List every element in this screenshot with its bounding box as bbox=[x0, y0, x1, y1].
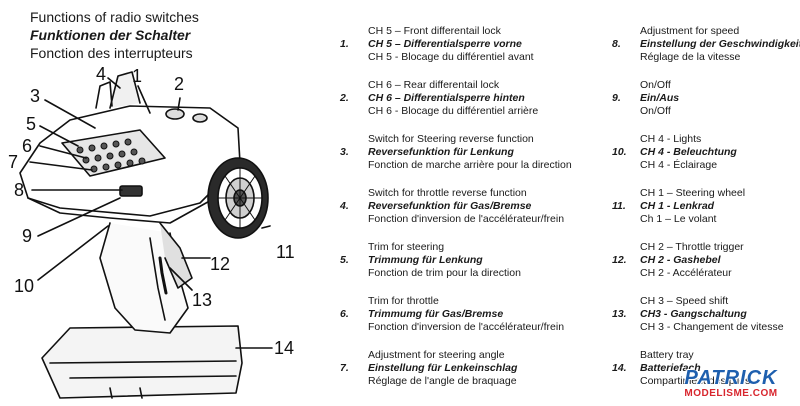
entry-english: Trim for steering bbox=[368, 241, 445, 253]
entry-number: 5. bbox=[340, 254, 349, 266]
entry-english: On/Off bbox=[640, 79, 671, 91]
entry-english: CH 1 – Steering wheel bbox=[640, 187, 746, 199]
entry-number: 14. bbox=[612, 362, 627, 374]
entry-number: 7. bbox=[340, 362, 349, 374]
function-entry-9: 9. On/Off Ein/Aus On/Off bbox=[612, 79, 800, 133]
function-entry-6: 6. Trim for throttle Trimmumg für Gas/Br… bbox=[340, 295, 600, 349]
entry-english: Adjustment for speed bbox=[640, 25, 740, 37]
callout-12: 12 bbox=[210, 254, 230, 274]
callout-1: 1 bbox=[132, 66, 142, 86]
entry-english: CH 5 – Front differentail lock bbox=[368, 25, 501, 37]
entry-german: Trimmumg für Gas/Bremse bbox=[368, 308, 504, 320]
title-french: Fonction des interrupteurs bbox=[30, 45, 193, 61]
entry-english: CH 4 - Lights bbox=[640, 133, 702, 145]
function-entry-13: 13. CH 3 – Speed shift CH3 - Gangschaltu… bbox=[612, 295, 800, 349]
entry-number: 8. bbox=[612, 38, 621, 50]
entry-german: Reversefunktion für Gas/Bremse bbox=[368, 200, 532, 212]
entry-german: Batteriefach bbox=[640, 362, 701, 374]
function-entry-14: 14. Battery tray Batteriefach Compartime… bbox=[612, 349, 800, 403]
entry-french: CH 5 - Blocage du différentiel avant bbox=[368, 51, 534, 63]
entry-number: 1. bbox=[340, 38, 349, 50]
watermark-sub: MODELISME.COM bbox=[684, 388, 778, 399]
entry-german: CH 6 – Differentialsperre hinten bbox=[368, 92, 525, 104]
functions-list-left: 1. CH 5 – Front differentail lock CH 5 –… bbox=[340, 25, 600, 403]
function-entry-11: 11. CH 1 – Steering wheel CH 1 - Lenkrad… bbox=[612, 187, 800, 241]
callout-10: 10 bbox=[14, 276, 34, 296]
entry-number: 11. bbox=[612, 200, 626, 212]
callout-9: 9 bbox=[22, 226, 32, 246]
entry-french: Réglage de la vitesse bbox=[640, 51, 741, 63]
entry-number: 3. bbox=[340, 146, 349, 158]
function-entry-12: 12. CH 2 – Throttle trigger CH 2 - Gashe… bbox=[612, 241, 800, 295]
callout-13: 13 bbox=[192, 290, 212, 310]
entry-german: Einstellung der Geschwindigkeit bbox=[640, 38, 800, 50]
watermark-main: PATRICK bbox=[684, 367, 778, 389]
entry-french: Ch 1 – Le volant bbox=[640, 213, 717, 225]
function-entry-1: 1. CH 5 – Front differentail lock CH 5 –… bbox=[340, 25, 600, 79]
entry-german: CH 2 - Gashebel bbox=[640, 254, 721, 266]
callout-7: 7 bbox=[8, 152, 18, 172]
entry-german: Reversefunktion für Lenkung bbox=[368, 146, 514, 158]
entry-french: Fonction de marche arrière pour la direc… bbox=[368, 159, 572, 171]
function-entry-5: 5. Trim for steering Trimmung für Lenkun… bbox=[340, 241, 600, 295]
function-entry-3: 3. Switch for Steering reverse function … bbox=[340, 133, 600, 187]
function-entry-7: 7. Adjustment for steering angle Einstel… bbox=[340, 349, 600, 403]
entry-english: Battery tray bbox=[640, 349, 694, 361]
entry-number: 12. bbox=[612, 254, 627, 266]
watermark-logo: PATRICK MODELISME.COM bbox=[666, 368, 796, 404]
entry-number: 2. bbox=[340, 92, 349, 104]
entry-number: 10. bbox=[612, 146, 627, 158]
entry-french: CH 3 - Changement de vitesse bbox=[640, 321, 784, 333]
entry-english: CH 3 – Speed shift bbox=[640, 295, 729, 307]
entry-french: Compartiment des piles bbox=[640, 375, 751, 387]
callout-8: 8 bbox=[14, 180, 24, 200]
entry-french: CH 6 - Blocage du différentiel arrière bbox=[368, 105, 539, 117]
transmitter-drawing: 1 2 3 4 5 6 7 8 9 10 11 12 13 14 bbox=[8, 64, 295, 399]
entry-french: Réglage de l'angle de braquage bbox=[368, 375, 517, 387]
callout-2: 2 bbox=[174, 74, 184, 94]
title-german: Funktionen der Schalter bbox=[30, 27, 191, 43]
entry-number: 9. bbox=[612, 92, 621, 104]
entry-english: Adjustment for steering angle bbox=[368, 349, 505, 361]
title-english: Functions of radio switches bbox=[30, 9, 199, 25]
entry-number: 13. bbox=[612, 308, 627, 320]
function-entry-4: 4. Switch for throttle reverse function … bbox=[340, 187, 600, 241]
callout-5: 5 bbox=[26, 114, 36, 134]
page-titles: Functions of radio switches Funktionen d… bbox=[30, 8, 199, 62]
entry-french: Fonction de trim pour la direction bbox=[368, 267, 521, 279]
entry-french: CH 4 - Éclairage bbox=[640, 159, 718, 171]
entry-german: Einstellung für Lenkeinschlag bbox=[368, 362, 518, 374]
entry-german: Ein/Aus bbox=[640, 92, 680, 104]
entry-german: CH 4 - Beleuchtung bbox=[640, 146, 737, 158]
entry-french: Fonction d'inversion de l'accélérateur/f… bbox=[368, 213, 565, 225]
function-entry-10: 10. CH 4 - Lights CH 4 - Beleuchtung CH … bbox=[612, 133, 800, 187]
callout-14: 14 bbox=[274, 338, 294, 358]
callout-6: 6 bbox=[22, 136, 32, 156]
entry-german: CH 5 – Differentialsperre vorne bbox=[368, 38, 522, 50]
entry-english: CH 2 – Throttle trigger bbox=[640, 241, 744, 253]
function-entry-8: 8. Adjustment for speed Einstellung der … bbox=[612, 25, 800, 79]
entry-german: CH 1 - Lenkrad bbox=[640, 200, 715, 212]
entry-french: Fonction d'inversion de l'accélérateur/f… bbox=[368, 321, 565, 333]
entry-number: 6. bbox=[340, 308, 349, 320]
function-entry-2: 2. CH 6 – Rear differentail lock CH 6 – … bbox=[340, 79, 600, 133]
entry-german: CH3 - Gangschaltung bbox=[640, 308, 747, 320]
entry-english: Switch for throttle reverse function bbox=[368, 187, 527, 199]
entry-french: CH 2 - Accélérateur bbox=[640, 267, 732, 279]
entry-french: On/Off bbox=[640, 105, 671, 117]
functions-list-right: 8. Adjustment for speed Einstellung der … bbox=[612, 25, 800, 403]
callout-3: 3 bbox=[30, 86, 40, 106]
callout-4: 4 bbox=[96, 64, 106, 84]
callout-11: 11 bbox=[276, 242, 295, 262]
entry-english: Switch for Steering reverse function bbox=[368, 133, 534, 145]
entry-english: CH 6 – Rear differentail lock bbox=[368, 79, 500, 91]
entry-number: 4. bbox=[340, 200, 349, 212]
steering-wheel bbox=[207, 157, 269, 239]
entry-english: Trim for throttle bbox=[368, 295, 439, 307]
entry-german: Trimmung für Lenkung bbox=[368, 254, 483, 266]
